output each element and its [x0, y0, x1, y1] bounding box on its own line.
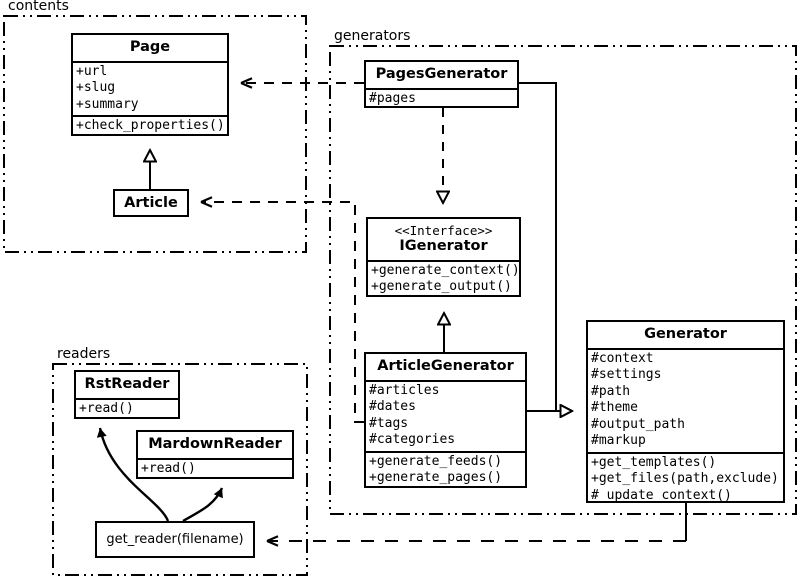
class-pages-generator-title: PagesGenerator — [375, 66, 508, 82]
attribute: #pages — [369, 90, 416, 106]
package-contents-label: contents — [6, 0, 71, 14]
class-mardown-reader-operations: +read() — [138, 457, 292, 480]
class-page[interactable]: Page +url +slug +summary +check_properti… — [71, 33, 229, 136]
attribute: #articles — [369, 382, 440, 398]
attribute: #categories — [369, 432, 456, 448]
class-article-generator-attributes: #articles #dates #tags #categories — [366, 379, 525, 451]
attribute: #theme — [591, 400, 638, 416]
class-igenerator-name: IGenerator — [399, 238, 488, 254]
operation: +generate_feeds() — [369, 453, 503, 469]
class-article-generator-title: ArticleGenerator — [377, 358, 514, 374]
class-igenerator[interactable]: <<Interface>> IGenerator +generate_conte… — [366, 217, 521, 297]
operation: +get_files(path,exclude) — [591, 471, 779, 487]
attribute: +summary — [76, 96, 139, 112]
class-mardown-reader[interactable]: MardownReader +read() — [136, 430, 294, 479]
class-igenerator-operations: +generate_context() +generate_output() — [368, 259, 520, 298]
attribute: #output_path — [591, 416, 685, 432]
operation: +generate_output() — [371, 279, 512, 295]
class-pages-generator-attributes: #pages — [366, 87, 517, 110]
class-rst-reader-title: RstReader — [84, 376, 170, 392]
class-page-operations: +check_properties() — [73, 115, 227, 137]
relation-articlegenerator-uses-article — [200, 196, 364, 423]
attribute: #settings — [591, 367, 662, 383]
operation: +read() — [79, 400, 134, 416]
attribute: #dates — [369, 399, 416, 415]
class-rst-reader-operations: +read() — [76, 397, 178, 420]
class-article[interactable]: Article — [113, 189, 189, 217]
package-readers — [52, 363, 308, 576]
class-article-title: Article — [124, 194, 178, 211]
package-generators-label: generators — [332, 28, 413, 44]
operation: +read() — [141, 460, 196, 476]
class-pages-generator[interactable]: PagesGenerator #pages — [364, 60, 519, 108]
attribute: #context — [591, 350, 654, 366]
class-mardown-reader-title: MardownReader — [148, 436, 282, 452]
class-page-attributes: +url +slug +summary — [73, 60, 227, 116]
attribute: #path — [591, 383, 631, 399]
package-generators — [329, 45, 797, 515]
class-article-generator-operations: +generate_feeds() +generate_pages() — [366, 450, 525, 489]
attribute: +slug — [76, 80, 116, 96]
class-page-title: Page — [129, 39, 171, 55]
class-generator-title: Generator — [644, 326, 727, 342]
class-generator[interactable]: Generator #context #settings #path #them… — [586, 320, 785, 503]
class-generator-attributes: #context #settings #path #theme #output_… — [588, 347, 783, 452]
attribute: #markup — [591, 433, 646, 449]
class-igenerator-title: <<Interface>> IGenerator — [368, 219, 519, 260]
operation: +get_templates() — [591, 454, 717, 470]
function-get-reader-label: get_reader(filename) — [106, 532, 244, 547]
function-get-reader[interactable]: get_reader(filename) — [95, 521, 255, 558]
package-readers-label: readers — [55, 346, 113, 362]
class-generator-operations: +get_templates() +get_files(path,exclude… — [588, 451, 783, 507]
class-article-generator[interactable]: ArticleGenerator #articles #dates #tags … — [364, 352, 527, 488]
class-igenerator-stereotype: <<Interface>> — [394, 223, 493, 238]
package-contents — [3, 15, 307, 253]
class-rst-reader[interactable]: RstReader +read() — [74, 370, 180, 419]
operation: #_update_context() — [591, 487, 732, 503]
operation: +generate_pages() — [369, 470, 503, 486]
attribute: #tags — [369, 415, 409, 431]
attribute: +url — [76, 63, 108, 79]
relation-get-reader-returns-rstreader — [96, 427, 170, 522]
relation-get-reader-returns-mardownreader — [182, 487, 224, 523]
relation-generator-uses-get-reader — [266, 503, 687, 547]
operation: +check_properties() — [76, 118, 225, 134]
operation: +generate_context() — [371, 262, 520, 278]
